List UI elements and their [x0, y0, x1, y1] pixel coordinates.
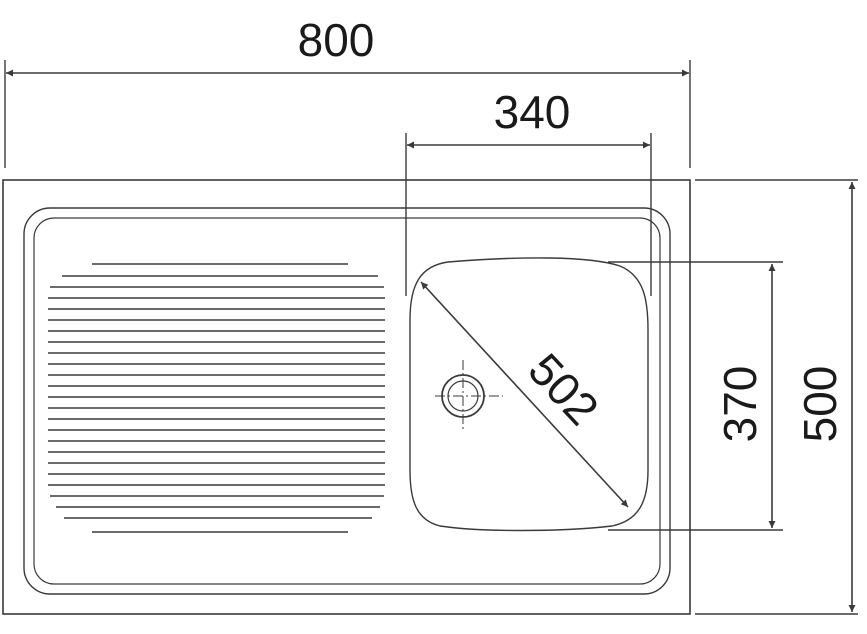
overall-width-label: 800	[298, 14, 375, 66]
bowl-outline	[409, 257, 649, 532]
sink-rim-outer	[23, 207, 671, 595]
drain-hole-icon	[435, 360, 503, 432]
bowl-width-label: 340	[494, 86, 571, 138]
overall-depth-label: 500	[794, 366, 846, 443]
bowl-diagonal-dimension-line	[420, 281, 629, 508]
sink-body	[2, 179, 691, 615]
bowl-depth-label: 370	[714, 366, 766, 443]
drainer-grooves	[48, 263, 385, 533]
extension-lines	[4, 60, 858, 615]
dimension-lines	[6, 69, 856, 612]
bowl-diagonal-label: 502	[519, 343, 609, 435]
sink-outer-frame	[2, 179, 691, 615]
sink-rim-inner	[33, 217, 661, 585]
